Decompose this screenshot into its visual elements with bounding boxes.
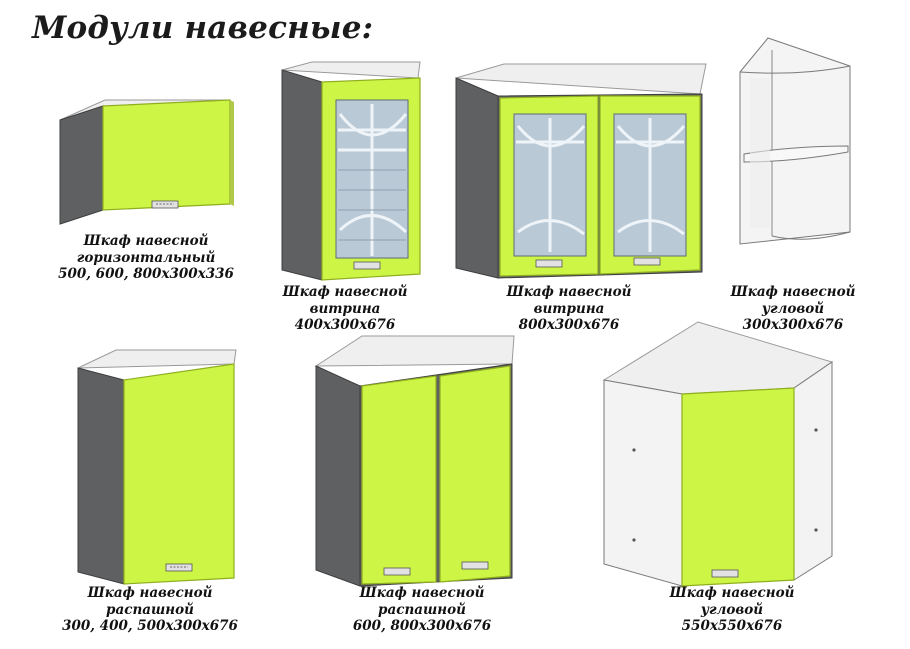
module-single-door[interactable] bbox=[74, 348, 244, 588]
caption-single-door: Шкаф навесной распашной 300, 400, 500х30… bbox=[60, 585, 240, 635]
caption-size: 500, 600, 800х300х336 bbox=[58, 266, 234, 282]
caption-type: витрина bbox=[309, 300, 381, 317]
cabinet-showcase-400-image bbox=[281, 61, 421, 281]
caption-name: Шкаф навесной bbox=[506, 284, 632, 300]
caption-name: Шкаф навесной bbox=[730, 284, 856, 300]
caption-name: Шкаф навесной bbox=[87, 585, 213, 601]
caption-type: распашной bbox=[378, 601, 466, 618]
caption-corner-door: Шкаф навесной угловой 550х550х676 bbox=[652, 585, 812, 635]
caption-size: 550х550х676 bbox=[681, 618, 783, 634]
module-showcase-400[interactable] bbox=[278, 60, 428, 282]
caption-name: Шкаф навесной bbox=[282, 284, 408, 300]
caption-double-door: Шкаф навесной распашной 600, 800х300х676 bbox=[342, 585, 502, 635]
caption-size: 800х300х676 bbox=[518, 317, 620, 333]
caption-size: 400х300х676 bbox=[294, 317, 396, 333]
module-showcase-800[interactable] bbox=[454, 62, 712, 282]
caption-type: угловой bbox=[761, 300, 825, 317]
caption-showcase-400: Шкаф навесной витрина 400х300х676 bbox=[270, 284, 420, 334]
module-corner-door[interactable] bbox=[602, 320, 842, 590]
cabinet-horizontal-image bbox=[59, 99, 234, 225]
module-open-corner[interactable] bbox=[736, 36, 856, 250]
caption-type: витрина bbox=[533, 300, 605, 317]
caption-name: Шкаф навесной bbox=[83, 233, 209, 249]
caption-size: 300, 400, 500х300х676 bbox=[62, 618, 238, 634]
cabinet-showcase-800-image bbox=[455, 63, 707, 279]
module-horizontal[interactable] bbox=[56, 98, 236, 228]
caption-type: горизонтальный bbox=[76, 249, 216, 266]
caption-type: распашной bbox=[106, 601, 194, 618]
cabinet-double-door-image bbox=[314, 335, 515, 587]
cabinet-corner-door-image bbox=[602, 321, 834, 587]
caption-showcase-800: Шкаф навесной витрина 800х300х676 bbox=[494, 284, 644, 334]
caption-name: Шкаф навесной bbox=[359, 585, 485, 601]
caption-name: Шкаф навесной bbox=[669, 585, 795, 601]
caption-size: 300х300х676 bbox=[742, 317, 844, 333]
module-double-door[interactable] bbox=[312, 334, 522, 590]
cabinet-single-door-image bbox=[77, 349, 237, 585]
caption-open-corner: Шкаф навесной угловой 300х300х676 bbox=[718, 284, 868, 334]
caption-size: 600, 800х300х676 bbox=[352, 618, 492, 634]
caption-type: угловой bbox=[700, 601, 764, 618]
page-title: Модули навесные: bbox=[32, 10, 374, 46]
caption-horizontal: Шкаф навесной горизонтальный 500, 600, 8… bbox=[56, 233, 236, 283]
cabinet-open-corner-image bbox=[739, 37, 851, 245]
